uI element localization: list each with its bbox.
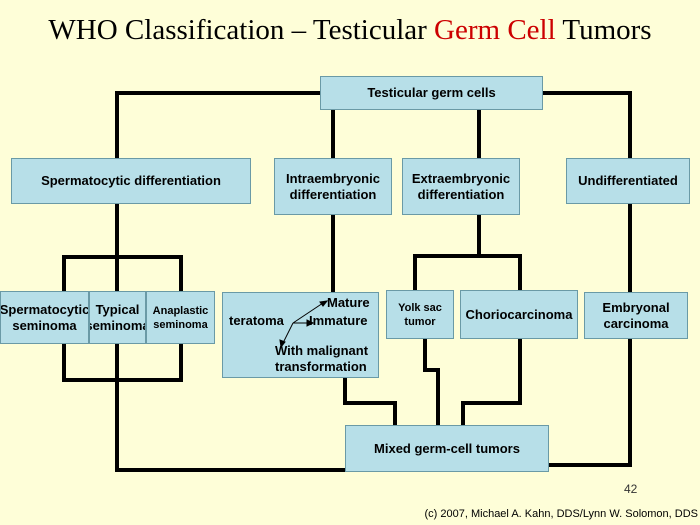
- copyright: (c) 2007, Michael A. Kahn, DDS/Lynn W. S…: [424, 508, 699, 520]
- node-undifferentiated: Undifferentiated: [566, 158, 690, 204]
- node-testicular-germ-cells: Testicular germ cells: [320, 76, 543, 110]
- node-mixed-germ-cell-tumors: Mixed germ-cell tumors: [345, 425, 549, 472]
- slide-title: WHO Classification – Testicular Germ Cel…: [48, 14, 652, 46]
- teratoma-arrows: [279, 300, 329, 349]
- slide-number: 42: [624, 482, 638, 496]
- node-typical-seminoma: Typicalseminoma: [89, 291, 146, 344]
- teratoma-mature: Mature: [327, 295, 370, 310]
- teratoma-immature: Immature: [309, 313, 368, 328]
- teratoma-label: teratoma: [229, 313, 284, 328]
- node-spermatocytic-differentiation: Spermatocytic differentiation: [11, 158, 251, 204]
- node-choriocarcinoma: Choriocarcinoma: [460, 290, 578, 339]
- title-accent: Germ Cell: [434, 14, 556, 46]
